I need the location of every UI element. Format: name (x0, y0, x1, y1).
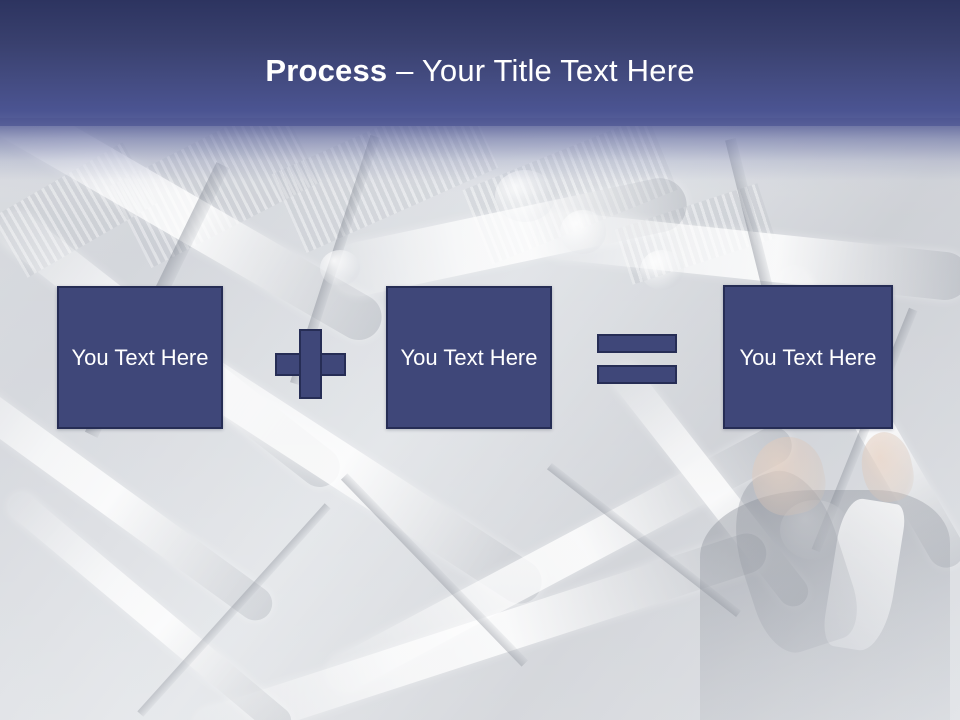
pipe (3, 487, 297, 720)
structural-beam (340, 473, 529, 667)
process-box-3-label: You Text Here (739, 344, 877, 370)
ceiling-grate (614, 183, 776, 285)
person-hand (855, 427, 919, 507)
pipe-flange (320, 250, 360, 286)
ceiling-grate (0, 142, 158, 278)
structural-beam (546, 462, 742, 618)
process-box-1[interactable]: You Text Here (57, 286, 223, 429)
header-band (0, 0, 960, 126)
pipe-flange (560, 210, 606, 254)
person-arm (716, 458, 868, 662)
pipe (328, 173, 692, 301)
process-box-2-label: You Text Here (400, 345, 538, 370)
process-box-2[interactable]: You Text Here (386, 286, 552, 429)
person-shirt (820, 495, 908, 655)
pipe (321, 420, 799, 698)
page-title-bold: Process (265, 53, 388, 88)
person-hand (744, 430, 832, 522)
person-torso (700, 490, 950, 720)
structural-beam (137, 503, 331, 717)
process-box-1-label: You Text Here (71, 345, 209, 370)
equals-operator-icon (597, 334, 677, 384)
pipe (188, 528, 772, 720)
pipe-flange (495, 170, 555, 222)
page-title-rest: – Your Title Text Here (387, 53, 695, 88)
plus-center-fill (301, 355, 320, 374)
pipe-flange (640, 250, 684, 290)
plus-operator-icon (275, 329, 346, 399)
equals-bottom-bar (597, 365, 677, 384)
page-title: Process – Your Title Text Here (0, 52, 960, 90)
equals-top-bar (597, 334, 677, 353)
process-box-3[interactable]: You Text Here (723, 285, 893, 429)
pipe-flange (780, 500, 850, 560)
ceiling-grate (462, 115, 678, 265)
